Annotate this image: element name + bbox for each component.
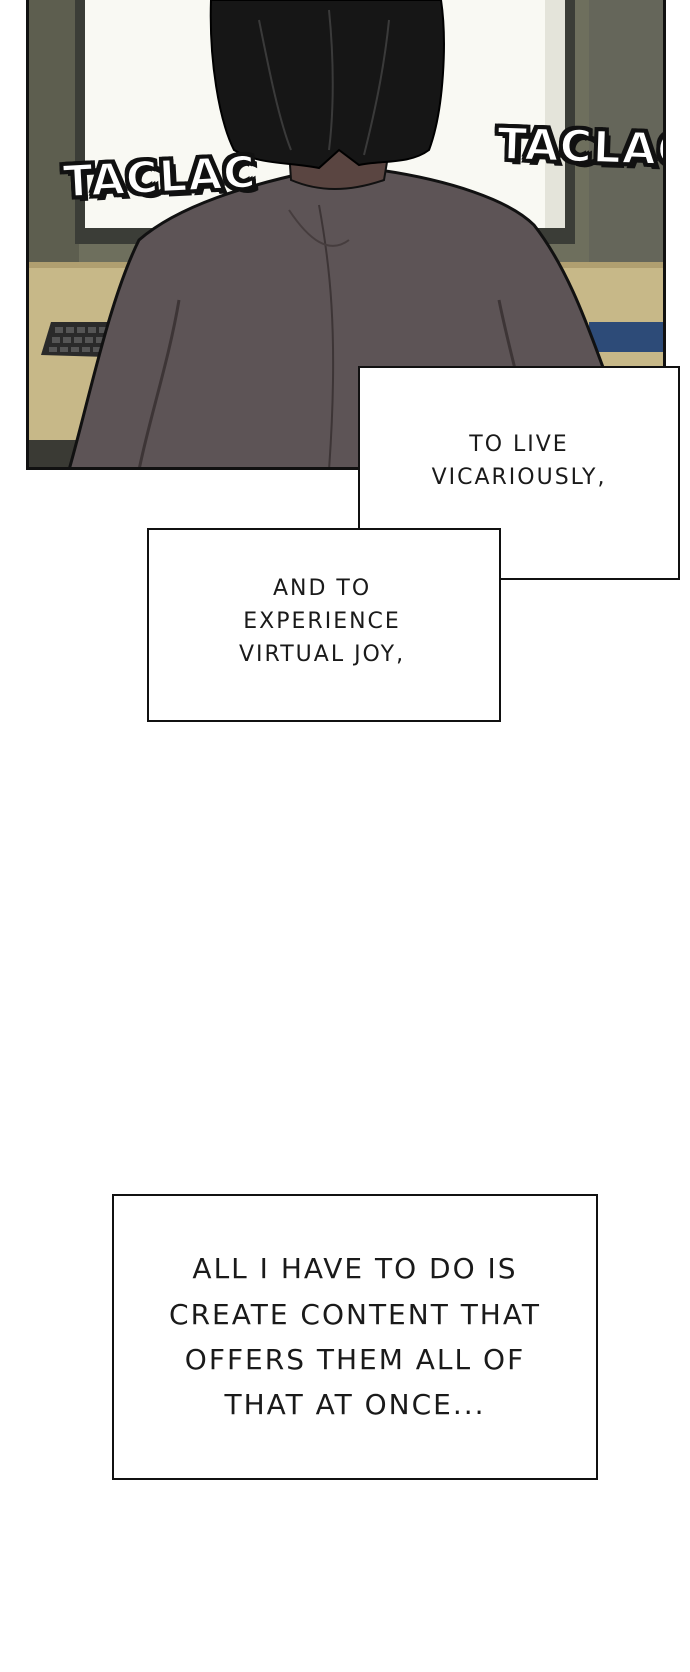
man-hair bbox=[209, 0, 445, 170]
caption-box-create-content: ALL I HAVE TO DO IS CREATE CONTENT THAT … bbox=[112, 1194, 598, 1480]
caption-text: AND TO EXPERIENCE VIRTUAL JOY, bbox=[239, 576, 406, 667]
caption-box-vicariously: TO LIVE VICARIOUSLY, bbox=[358, 366, 680, 580]
sfx-typing-right: TACLAC bbox=[495, 118, 666, 178]
caption-text: ALL I HAVE TO DO IS CREATE CONTENT THAT … bbox=[169, 1252, 541, 1422]
caption-text: TO LIVE VICARIOUSLY, bbox=[431, 432, 607, 490]
caption-box-virtual-joy: AND TO EXPERIENCE VIRTUAL JOY, bbox=[147, 528, 501, 722]
sfx-typing-left: TACLAC bbox=[61, 146, 259, 209]
